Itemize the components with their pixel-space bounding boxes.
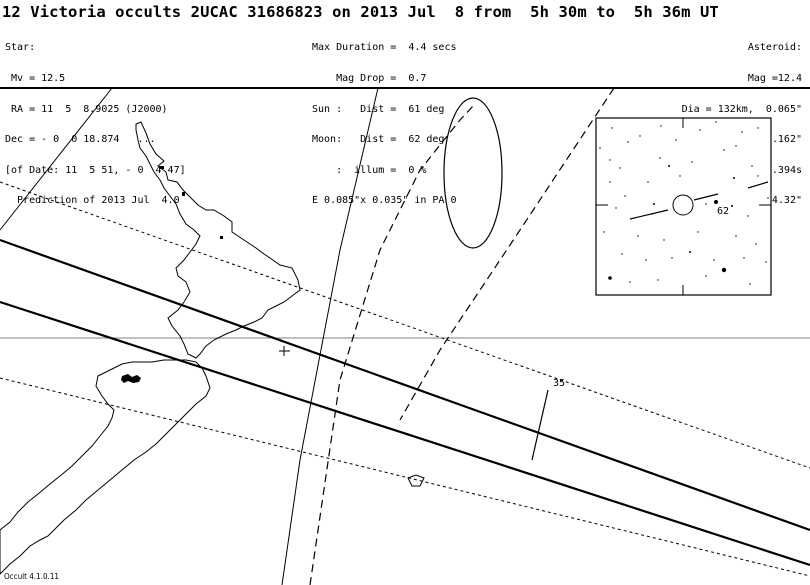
path-width-label: 35: [553, 378, 566, 389]
finder-star: [691, 161, 693, 163]
finder-star: [751, 165, 753, 167]
finder-star: [627, 141, 629, 143]
finder-star: [741, 131, 743, 133]
finder-star: [621, 253, 623, 255]
star-details: Star: Mv = 12.5 RA = 11 5 8.9025 (J2000)…: [5, 23, 186, 227]
outer-limit-line: [0, 377, 810, 577]
star-line: Prediction of 2013 Jul 4.0: [5, 195, 180, 207]
finder-star: [668, 165, 670, 167]
event-line: Max Duration = 4.4 secs: [312, 42, 457, 54]
finder-star: [663, 239, 665, 241]
graticule-line: [0, 87, 113, 231]
time-line: [309, 103, 476, 585]
finder-star: [715, 121, 717, 123]
finder-star: [689, 251, 691, 253]
finder-star: [659, 157, 661, 159]
finder-star: [733, 177, 735, 179]
finder-star: [705, 203, 707, 205]
finder-star: [735, 145, 737, 147]
finder-star: [645, 259, 647, 261]
asteroid-track: [693, 193, 719, 201]
earth-limb-ellipse: [443, 97, 503, 249]
finder-star: [714, 200, 718, 204]
path-width-marker: [531, 389, 549, 461]
south-island-coast: [0, 359, 211, 575]
marlborough-sounds: [121, 374, 141, 383]
finder-star: [721, 267, 727, 273]
finder-star: [699, 129, 701, 131]
software-version: Occult 4.1.0.11: [4, 572, 59, 581]
finder-star: [647, 181, 649, 183]
asteroid-line: Asteroid:: [747, 42, 802, 54]
finder-star-label: 62: [717, 206, 730, 217]
stewart-island: [407, 474, 425, 487]
finder-stars: [599, 121, 769, 285]
page-title: 12 Victoria occults 2UCAC 31686823 on 20…: [2, 3, 719, 21]
finder-star: [599, 147, 601, 149]
north-island-lake: [182, 192, 185, 196]
finder-star: [755, 243, 757, 245]
finder-star: [767, 197, 769, 199]
path-north-limit: [0, 238, 810, 532]
finder-star: [671, 257, 673, 259]
asteroid-line: Dia = 132km, 0.065": [681, 103, 802, 115]
finder-star: [629, 281, 631, 283]
star-line: Star:: [5, 42, 36, 54]
asteroid-track: [629, 209, 669, 220]
finder-star: [675, 139, 677, 141]
event-line: : illum = 0 %: [312, 164, 427, 176]
finder-star: [660, 125, 662, 127]
time-line: [399, 87, 615, 421]
finder-star: [731, 205, 733, 207]
finder-chart: [595, 117, 772, 296]
outer-limit-line: [0, 181, 810, 469]
finder-star: [757, 175, 759, 177]
finder-star: [757, 127, 759, 129]
finder-star: [743, 257, 745, 259]
finder-star: [624, 195, 626, 197]
event-line: E 0.085"x 0.035" in PA 0: [312, 195, 457, 207]
graticule-line: [281, 87, 379, 585]
event-details: Max Duration = 4.4 secs Mag Drop = 0.7 S…: [312, 23, 457, 227]
path-south-limit: [0, 300, 810, 567]
event-line: Sun : Dist = 61 deg: [312, 103, 445, 115]
finder-star: [603, 231, 605, 233]
finder-star: [747, 215, 749, 217]
finder-star: [765, 261, 767, 263]
finder-star: [723, 149, 725, 151]
target-circle: [672, 194, 694, 216]
finder-star: [615, 207, 617, 209]
finder-star: [608, 276, 612, 280]
finder-star: [749, 283, 751, 285]
finder-star: [651, 213, 653, 215]
finder-star: [735, 235, 737, 237]
star-line: RA = 11 5 8.9025 (J2000): [5, 103, 168, 115]
north-island-coast: [135, 121, 301, 359]
finder-star: [637, 235, 639, 237]
star-line: Mv = 12.5: [5, 73, 66, 84]
star-line: [of Date: 11 5 51, - 0 4 47]: [5, 164, 186, 176]
star-line: Dec = - 0 0 18.874 ...: [5, 134, 156, 146]
north-island-lake: [220, 236, 223, 239]
finder-star: [713, 259, 715, 261]
asteroid-track: [747, 181, 769, 189]
finder-star: [609, 159, 611, 161]
event-line: Mag Drop = 0.7: [312, 73, 427, 84]
finder-star: [653, 203, 655, 205]
event-line: Moon: Dist = 62 deg: [312, 134, 445, 146]
finder-star: [679, 175, 681, 177]
finder-chart-frame: [595, 117, 772, 296]
finder-star: [611, 127, 613, 129]
finder-star: [657, 279, 659, 281]
north-island-lake: [160, 166, 164, 169]
asteroid-line: Mag =12.4: [747, 73, 802, 84]
finder-star: [609, 181, 611, 183]
finder-star: [639, 135, 641, 137]
finder-star: [697, 231, 699, 233]
finder-star: [619, 167, 621, 169]
finder-star: [705, 275, 707, 277]
